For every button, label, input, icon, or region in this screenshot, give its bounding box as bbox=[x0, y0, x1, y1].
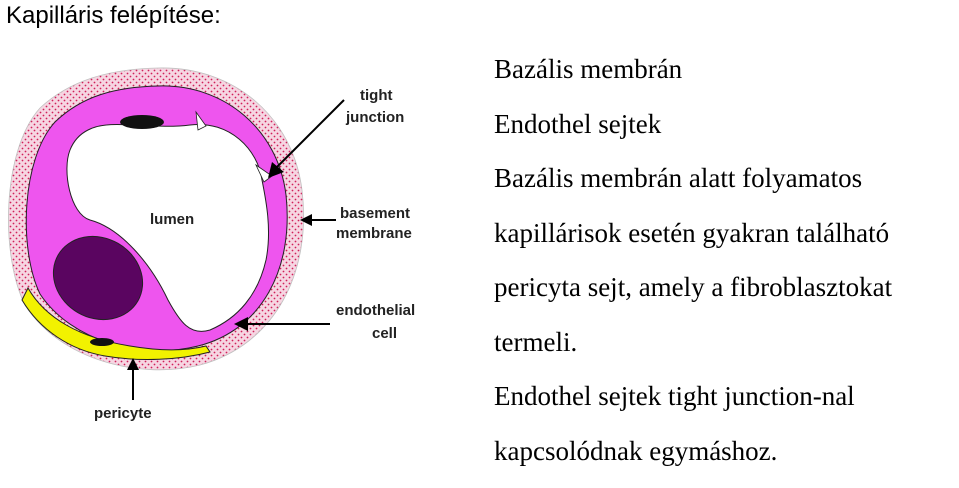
arrow-basement-membrane bbox=[300, 214, 336, 226]
text-line: Bazális membrán alatt folyamatos bbox=[494, 161, 956, 216]
label-endothelial: endothelial bbox=[336, 302, 415, 319]
pericyte-nucleus bbox=[90, 338, 114, 346]
description-text: Bazális membrán Endothel sejtek Bazális … bbox=[494, 52, 956, 488]
label-tight: tight bbox=[360, 87, 392, 104]
label-basement: basement bbox=[340, 205, 410, 222]
text-line: kapillárisok esetén gyakran található bbox=[494, 216, 956, 271]
text-line: Endothel sejtek bbox=[494, 107, 956, 162]
text-line: pericyta sejt, amely a fibroblasztokat bbox=[494, 270, 956, 325]
label-junction: junction bbox=[345, 109, 404, 126]
endothelial-nucleus-top bbox=[120, 115, 164, 129]
capillary-diagram: tight junction lumen basement membrane e… bbox=[0, 0, 480, 468]
label-cell: cell bbox=[372, 325, 397, 342]
text-line: Bazális membrán bbox=[494, 52, 956, 107]
label-lumen: lumen bbox=[150, 211, 194, 228]
text-line: kapcsolódnak egymáshoz. bbox=[494, 434, 956, 488]
label-pericyte: pericyte bbox=[94, 405, 152, 422]
text-line: termeli. bbox=[494, 325, 956, 380]
label-membrane: membrane bbox=[336, 225, 412, 242]
text-line: Endothel sejtek tight junction-nal bbox=[494, 379, 956, 434]
